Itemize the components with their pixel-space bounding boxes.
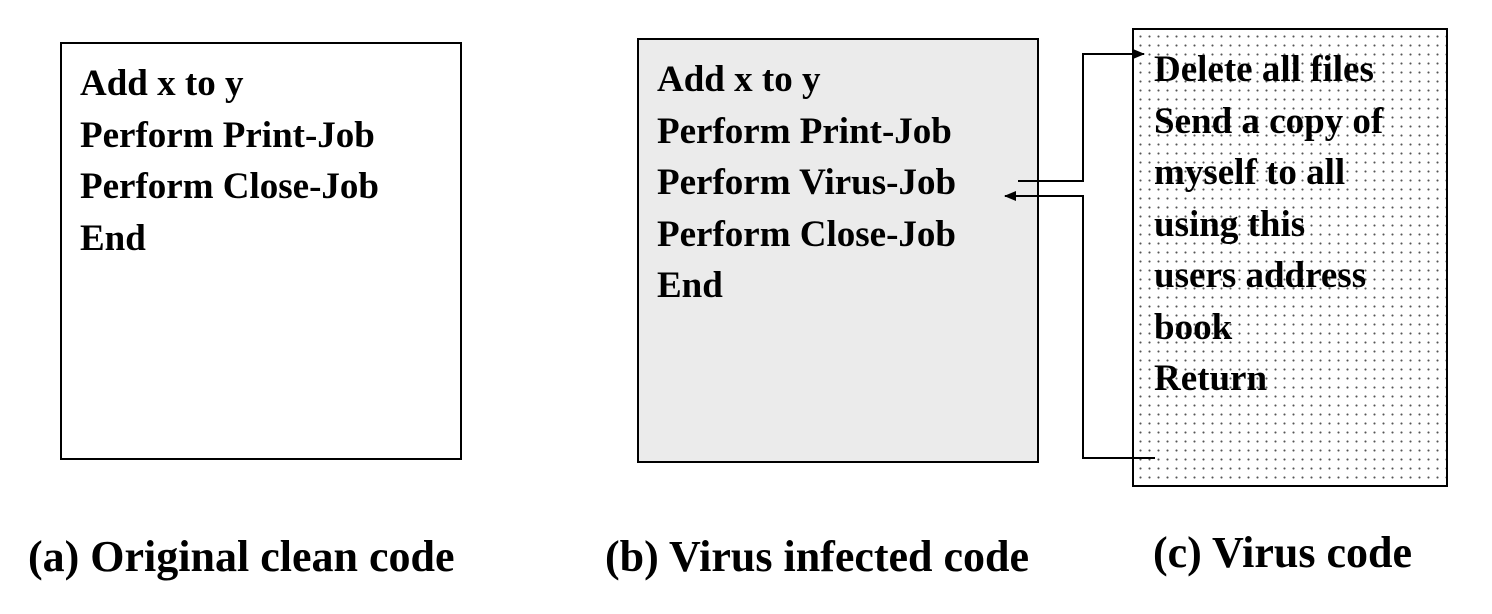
caption-virus-code: (c) Virus code (1153, 528, 1413, 577)
code-line: book (1154, 306, 1233, 348)
code-line: Delete all files (1154, 49, 1374, 90)
code-line: Add x to y (657, 59, 821, 100)
original-code-box: Add x to y Perform Print-Job Perform Clo… (60, 42, 462, 460)
code-line: Perform Print-Job (80, 114, 375, 156)
code-line: Add x to y (80, 63, 244, 104)
code-line: Perform Print-Job (657, 110, 952, 152)
caption-virus-infected-code: (b) Virus infected code (605, 532, 1030, 581)
code-line: End (657, 265, 723, 306)
infected-code-box: Add x to y Perform Print-Job Perform Vir… (637, 38, 1039, 463)
caption-original-clean-code: (a) Original clean code (28, 532, 455, 581)
code-line: users address (1154, 255, 1367, 296)
code-line: myself to all (1154, 152, 1346, 193)
virus-code-lines: Delete all files Send a copy of myself t… (1154, 44, 1383, 405)
code-line: Return (1154, 358, 1268, 399)
infected-code-lines: Add x to y Perform Print-Job Perform Vir… (657, 54, 956, 312)
code-line: Perform Close-Job (80, 166, 379, 207)
virus-call-line: Perform Virus-Job (657, 162, 957, 203)
code-line: using this (1154, 203, 1306, 245)
code-line: End (80, 217, 146, 259)
code-line: Perform Close-Job (657, 213, 956, 255)
virus-code-box: Delete all files Send a copy of myself t… (1132, 28, 1448, 487)
original-code-lines: Add x to y Perform Print-Job Perform Clo… (80, 58, 379, 264)
code-line: Send a copy of (1154, 100, 1384, 142)
